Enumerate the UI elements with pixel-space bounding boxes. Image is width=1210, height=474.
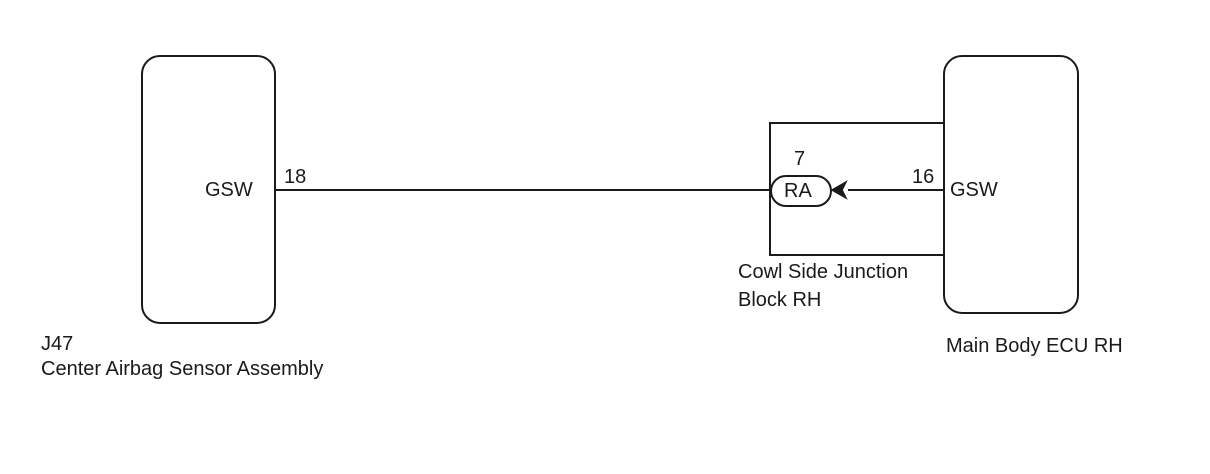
connector-label: RA — [784, 180, 812, 202]
left-component-name: Center Airbag Sensor Assembly — [41, 358, 324, 380]
left-pin-number: 18 — [284, 166, 307, 188]
connector-ra — [770, 175, 832, 207]
right-component-name: Main Body ECU RH — [946, 335, 1123, 357]
left-component-code: J47 — [41, 333, 74, 355]
main-body-ecu-box — [943, 55, 1079, 314]
junction-name-line2: Block RH — [738, 289, 822, 311]
connector-pin-number: 7 — [794, 148, 806, 170]
right-pin-number: 16 — [912, 166, 935, 188]
right-pin-label: GSW — [950, 179, 998, 201]
connector-terminal-symbol — [830, 180, 848, 200]
junction-name-line1: Cowl Side Junction — [738, 261, 909, 283]
left-pin-label: GSW — [205, 179, 253, 201]
